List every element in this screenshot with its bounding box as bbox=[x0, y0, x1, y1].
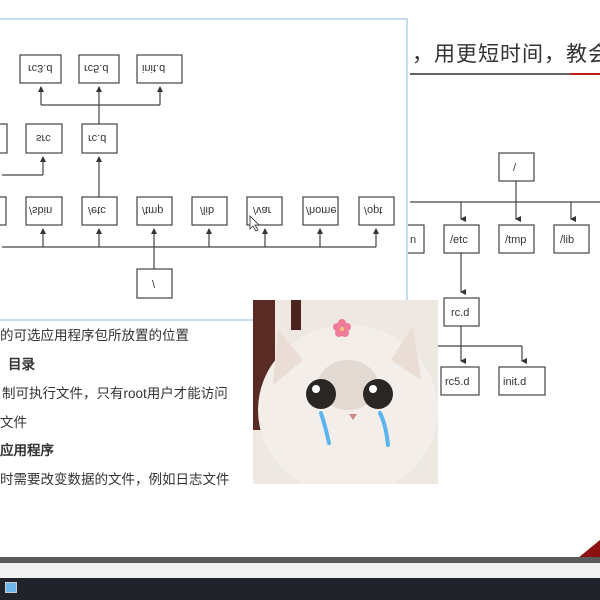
label-rc5d: rc5.d bbox=[445, 376, 469, 388]
flipped-diagram: / /sbin /etc /tmp /lib /var /home /opt s… bbox=[0, 54, 395, 299]
body-line: 时需要改变数据的文件，例如日志文件 bbox=[0, 472, 230, 487]
node-rcd bbox=[443, 297, 480, 327]
slide-title: ，用更短时间，教会 bbox=[412, 42, 600, 66]
node-tmp bbox=[498, 224, 535, 254]
label-partial: n bbox=[410, 234, 416, 246]
status-strip bbox=[0, 563, 600, 579]
label-src: src bbox=[36, 132, 51, 144]
label-root: / bbox=[513, 162, 517, 174]
node-lib bbox=[191, 196, 228, 226]
node-src bbox=[25, 123, 63, 154]
label-lib: /lib bbox=[560, 234, 574, 246]
node-home bbox=[302, 196, 339, 226]
label-etc: /etc bbox=[88, 204, 106, 216]
node-initd bbox=[498, 366, 546, 396]
label-root: / bbox=[152, 277, 156, 289]
flipped-diagram-window[interactable]: / /sbin /etc /tmp /lib /var /home /opt s… bbox=[0, 18, 408, 321]
node-root bbox=[136, 268, 173, 299]
node-tmp bbox=[136, 196, 173, 226]
node-root bbox=[498, 152, 535, 182]
label-initd: init.d bbox=[503, 376, 526, 388]
node-rc3d bbox=[19, 54, 62, 84]
label-rc5d: rc5.d bbox=[84, 62, 108, 74]
label-rc3d: rc3.d bbox=[28, 62, 52, 74]
body-line: 制可执行文件，只有root用户才能访问 bbox=[2, 386, 228, 401]
label-sbin: /sbin bbox=[29, 204, 52, 216]
label-rcd: rc.d bbox=[451, 307, 469, 319]
label-initd: init.d bbox=[142, 62, 165, 74]
node-rc5d bbox=[78, 54, 120, 84]
node-initd bbox=[136, 54, 183, 84]
node-etc bbox=[443, 224, 480, 254]
label-tmp: /tmp bbox=[142, 204, 163, 216]
node-opt bbox=[358, 196, 395, 226]
label-home: /home bbox=[306, 204, 337, 216]
label-lib: /lib bbox=[200, 204, 214, 216]
corner-accent bbox=[578, 540, 600, 558]
body-heading: 目录 bbox=[8, 357, 35, 372]
node-var bbox=[246, 196, 283, 226]
node-etc bbox=[81, 196, 118, 226]
mouse-cursor-icon bbox=[249, 215, 260, 232]
node-sbin bbox=[25, 196, 63, 226]
label-var: /var bbox=[253, 204, 272, 216]
body-line: 的可选应用程序包所放置的位置 bbox=[0, 328, 189, 343]
flower-icon bbox=[333, 319, 351, 337]
label-tmp: /tmp bbox=[505, 234, 526, 246]
label-rcd: rc.d bbox=[88, 132, 106, 144]
node-lib bbox=[553, 224, 590, 254]
body-heading: 应用程序 bbox=[0, 443, 54, 458]
label-etc: /etc bbox=[450, 234, 468, 246]
label-opt: /opt bbox=[364, 204, 382, 216]
crying-cat-sticker bbox=[253, 300, 438, 484]
body-line: 文件 bbox=[0, 415, 27, 430]
taskbar bbox=[0, 578, 600, 600]
app-icon[interactable] bbox=[5, 582, 17, 593]
node-rcd bbox=[81, 123, 118, 154]
node-rc5d bbox=[440, 366, 480, 396]
slide-bottom-bar bbox=[0, 557, 600, 563]
